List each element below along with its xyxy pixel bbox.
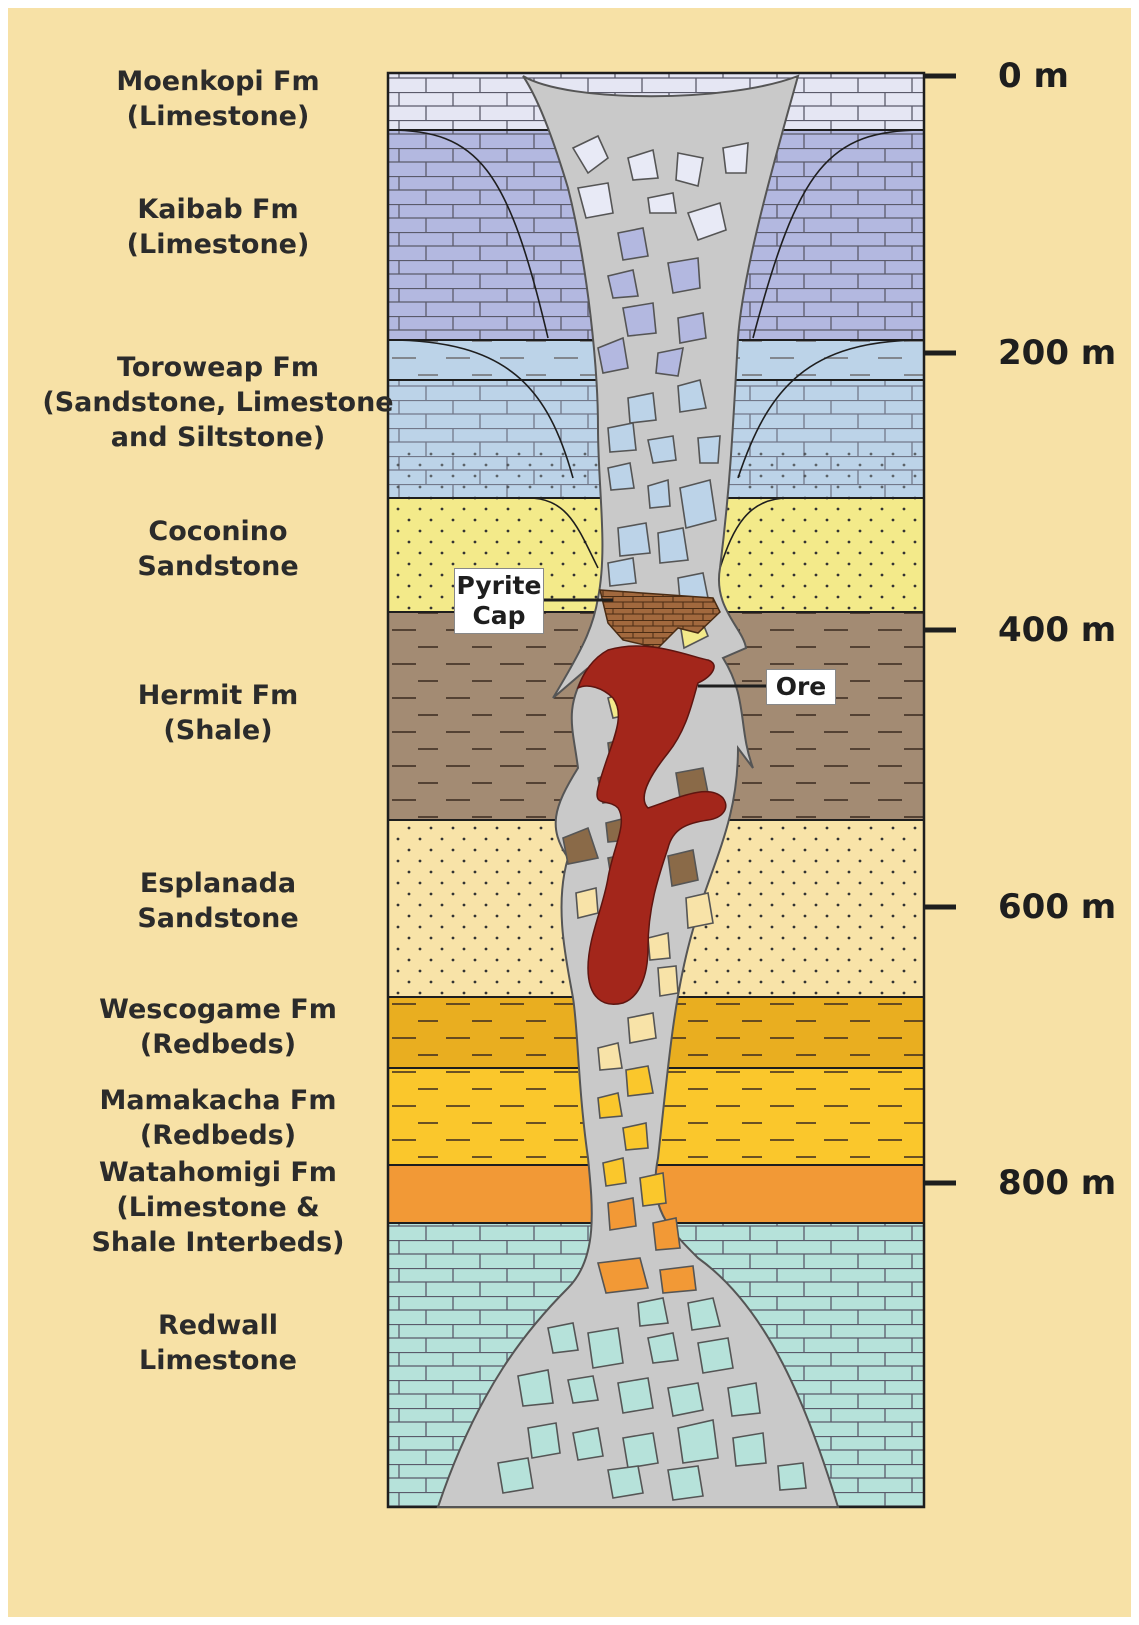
- formation-label-wescogame: Wescogame Fm(Redbeds): [38, 992, 398, 1062]
- depth-scale: [924, 76, 956, 1183]
- formation-label-hermit: Hermit Fm(Shale): [38, 678, 398, 748]
- formation-label-watahomigi: Watahomigi Fm(Limestone &Shale Interbeds…: [38, 1155, 398, 1260]
- depth-label-600: 600 m: [998, 889, 1116, 925]
- diagram-background: Moenkopi Fm(Limestone) Kaibab Fm(Limesto…: [8, 8, 1131, 1617]
- pyrite-cap-callout: Pyrite Cap: [454, 568, 544, 634]
- ore-callout: Ore: [766, 669, 836, 705]
- formation-label-kaibab: Kaibab Fm(Limestone): [38, 192, 398, 262]
- depth-label-0: 0 m: [998, 58, 1069, 94]
- depth-label-400: 400 m: [998, 612, 1116, 648]
- depth-label-200: 200 m: [998, 335, 1116, 371]
- formation-label-moenkopi: Moenkopi Fm(Limestone): [38, 64, 398, 134]
- formation-label-mamakacha: Mamakacha Fm(Redbeds): [38, 1083, 398, 1153]
- depth-label-800: 800 m: [998, 1165, 1116, 1201]
